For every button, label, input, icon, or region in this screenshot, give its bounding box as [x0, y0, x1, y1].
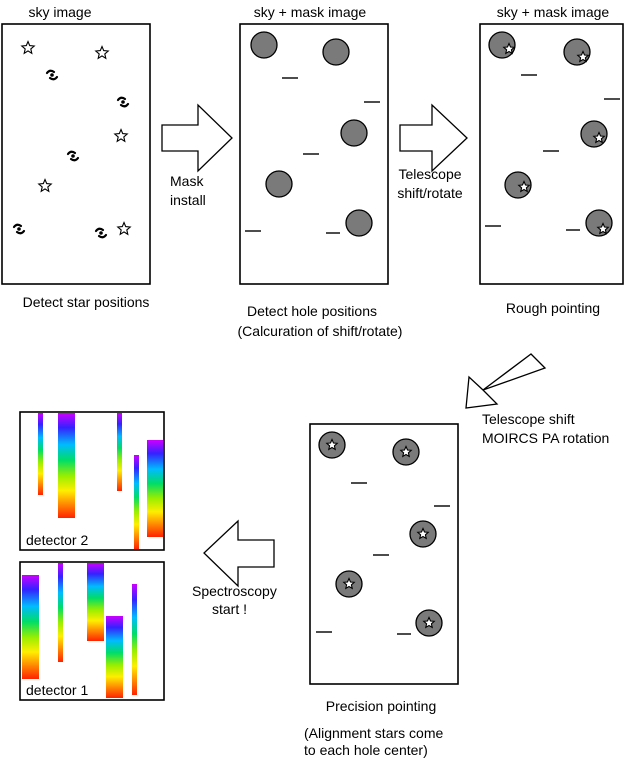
detector-2-spectra: [38, 413, 163, 549]
galaxy-arm-icon: [12, 223, 23, 229]
star-icon: [342, 577, 356, 590]
star-icon: [399, 445, 413, 458]
galaxy-icon: [45, 69, 59, 81]
spectrum-trace: [38, 413, 43, 495]
galaxy-icon: [12, 223, 26, 235]
mask-panel-caption-line2: (Calcuration of shift/rotate): [238, 323, 403, 339]
precision-panel-caption-line1: Precision pointing: [326, 698, 437, 714]
galaxy-core-icon: [121, 100, 125, 104]
detector-2-label: detector 2: [26, 532, 88, 548]
mask-hole-icon: [488, 31, 516, 59]
spectrum-trace: [58, 413, 75, 518]
detector-2-label-bg: [24, 530, 100, 548]
spectrum-trace: [147, 440, 163, 537]
spectroscopy-label-line2: start !: [212, 601, 247, 617]
spectroscopy-arrow-icon: [203, 519, 275, 588]
star-icon: [517, 180, 531, 193]
spectrum-trace: [22, 575, 39, 679]
star-icon: [422, 616, 436, 629]
galaxy-core-icon: [50, 73, 54, 77]
galaxy-arm-icon: [94, 227, 105, 233]
galaxy-arm-icon: [116, 96, 127, 102]
precision-pointing-panel: [309, 423, 459, 685]
sky-galaxies: [12, 69, 130, 239]
telescope-shift-label-line1: Telescope: [398, 166, 461, 182]
spectrum-trace: [132, 584, 137, 695]
star-icon: [596, 222, 610, 235]
precision-panel-caption-line3: to each hole center): [304, 742, 428, 758]
star-icon: [37, 178, 53, 193]
spectrum-trace: [87, 563, 104, 641]
star-icon: [116, 221, 132, 236]
star-icon: [502, 42, 516, 55]
star-icon: [416, 527, 430, 540]
star-icon: [325, 438, 339, 451]
star-icon: [592, 131, 606, 144]
spectrum-trace: [106, 616, 123, 698]
detector-2-panel: [19, 411, 165, 551]
star-icon: [20, 40, 36, 55]
galaxy-icon: [66, 150, 80, 162]
sky-stars: [20, 40, 132, 236]
diagonal-arrow-icon: [465, 353, 547, 409]
spectrum-trace: [58, 563, 63, 662]
galaxy-icon: [94, 227, 108, 239]
mask-hole-icon: [585, 209, 613, 237]
mask-holes: [250, 31, 373, 237]
galaxy-core-icon: [17, 227, 21, 231]
detector-1-label-bg: [24, 680, 100, 698]
telescope-shift-arrow-icon: [399, 103, 468, 173]
mask-hole-icon: [580, 120, 608, 148]
mask-hole-icon: [322, 38, 350, 66]
mask-install-arrow-icon: [161, 103, 233, 173]
detector-1-spectra: [22, 563, 137, 698]
precision-panel-caption-line2: (Alignment stars come: [304, 725, 443, 741]
mask-install-label-line1: Mask: [170, 173, 204, 189]
mask-hole-icon: [250, 31, 278, 59]
telescope-pa-label-line1: Telescope shift: [482, 411, 575, 427]
mask-panel-caption-line1: Detect hole positions: [247, 303, 377, 319]
detector-1-label: detector 1: [26, 682, 88, 698]
star-icon: [113, 128, 129, 143]
mask-hole-icon: [345, 209, 373, 237]
mask-hole-icon: [340, 119, 368, 147]
galaxy-core-icon: [99, 231, 103, 235]
galaxy-arm-icon: [97, 233, 108, 239]
mask-slits: [245, 77, 380, 234]
sky-panel-caption: Detect star positions: [23, 294, 150, 310]
telescope-pa-label-line2: MOIRCS PA rotation: [482, 430, 609, 446]
star-icon: [94, 45, 110, 60]
galaxy-arm-icon: [119, 102, 130, 108]
rough-pointing-panel: [479, 23, 624, 285]
mask-panel-title: sky + mask image: [254, 4, 367, 20]
precision-holes: [318, 431, 443, 637]
rough-slits: [485, 74, 620, 231]
galaxy-arm-icon: [45, 69, 56, 75]
galaxy-arm-icon: [69, 156, 80, 162]
galaxy-core-icon: [71, 154, 75, 158]
rough-panel-title: sky + mask image: [497, 4, 610, 20]
galaxy-icon: [116, 96, 130, 108]
spectroscopy-label-line1: Spectroscopy: [192, 583, 277, 599]
galaxy-arm-icon: [15, 229, 26, 235]
spectrum-trace: [117, 413, 122, 491]
rough-holes: [488, 31, 613, 237]
mask-install-label-line2: install: [170, 192, 206, 208]
sky-panel-title: sky image: [28, 4, 91, 20]
mask-hole-icon: [265, 170, 293, 198]
galaxy-arm-icon: [66, 150, 77, 156]
spectrum-trace: [134, 455, 139, 549]
star-icon: [576, 50, 590, 63]
precision-slits: [316, 482, 450, 635]
rough-panel-caption: Rough pointing: [506, 300, 600, 316]
sky-image-panel: [1, 23, 151, 285]
telescope-shift-label-line2: shift/rotate: [397, 185, 463, 201]
galaxy-arm-icon: [48, 75, 59, 81]
